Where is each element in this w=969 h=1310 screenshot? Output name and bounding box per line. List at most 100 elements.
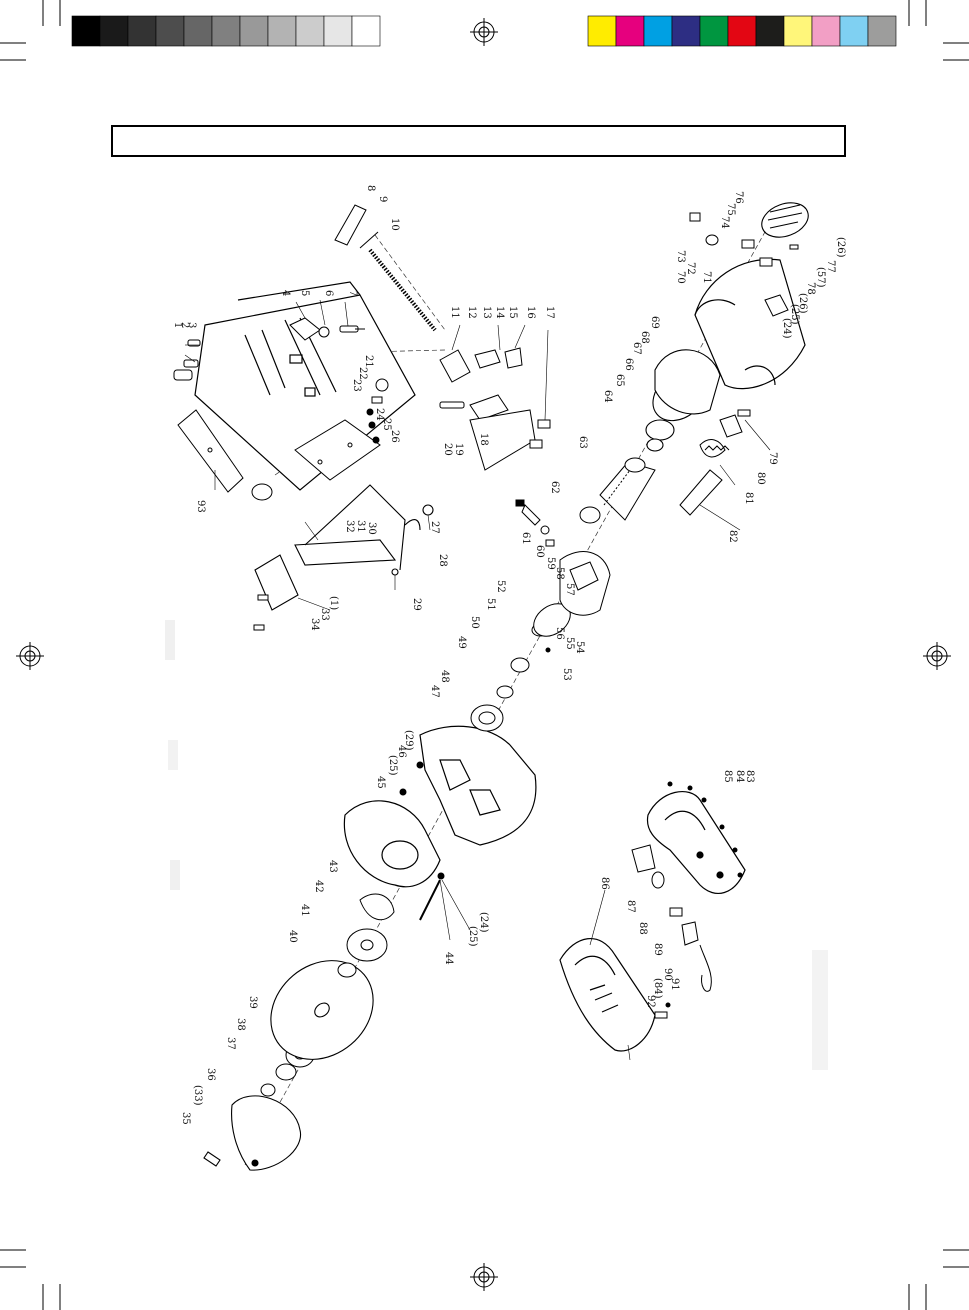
part-callout-label: (84) <box>652 978 663 999</box>
part-callout-label: 7 <box>347 290 358 296</box>
part-callout-label: (25) <box>789 304 800 325</box>
fan <box>579 506 601 524</box>
part-callout-label: 63 <box>577 436 588 449</box>
gear-housing <box>533 551 611 653</box>
part-callout-label: 35 <box>180 1112 191 1125</box>
part-callout-label: 72 <box>685 262 696 275</box>
part-callout-label: (57) <box>815 267 826 288</box>
part-callout-label: 60 <box>534 545 545 558</box>
part-callout-label: 65 <box>614 374 625 387</box>
saw-base <box>194 281 416 491</box>
part-callout-label: 2 <box>179 322 190 328</box>
part-callout-label: 13 <box>481 306 492 319</box>
part-callout-label: (24) <box>781 318 792 339</box>
part-callout-label: 34 <box>309 618 320 631</box>
part-callout-label: 33 <box>319 608 330 621</box>
registration-mark-bottom <box>470 1263 498 1291</box>
part-callout-label: (25) <box>467 926 478 947</box>
upper-blade-guard-inner <box>419 725 537 846</box>
part-callout-label: 20 <box>442 443 453 456</box>
part-callout-label: 24 <box>374 408 385 421</box>
spring-rod <box>334 204 437 332</box>
handle-half-left <box>559 938 656 1052</box>
part-callout-label: 50 <box>469 616 480 629</box>
cord-clamp-screws <box>654 1002 671 1019</box>
armature <box>599 457 656 521</box>
part-callout-label: 85 <box>722 770 733 783</box>
inner-flange-parts <box>337 893 395 978</box>
part-callout-label: 21 <box>363 355 374 368</box>
part-callout-label: 1 <box>172 322 183 328</box>
part-callout-label: 45 <box>375 776 386 789</box>
process-color-swatch <box>811 15 841 47</box>
grayscale-swatch <box>155 15 185 47</box>
part-callout-label: 87 <box>625 900 636 913</box>
part-callout-label: 36 <box>205 1068 216 1081</box>
guard-screws <box>399 761 445 921</box>
part-callout-label: 49 <box>456 636 467 649</box>
depth-stop-parts <box>366 378 389 444</box>
part-callout-label: 39 <box>247 996 258 1009</box>
part-callout-label: 58 <box>554 567 565 580</box>
part-callout-label: 88 <box>637 922 648 935</box>
part-callout-label: (33) <box>192 1085 203 1106</box>
part-callout-label: 40 <box>287 930 298 943</box>
part-callout-label: 75 <box>725 203 736 216</box>
part-callout-label: 52 <box>495 580 506 593</box>
part-callout-label: 41 <box>299 904 310 917</box>
upper-blade-guard-outer <box>343 800 441 888</box>
process-color-swatch <box>643 15 673 47</box>
part-callout-label: 73 <box>675 250 686 263</box>
part-callout-label: 93 <box>195 500 206 513</box>
process-color-swatch <box>839 15 869 47</box>
part-callout-label: 31 <box>355 520 366 533</box>
part-callout-label: 77 <box>825 260 836 273</box>
part-callout-label: 90 <box>662 968 673 981</box>
brush-parts <box>515 499 555 547</box>
part-callout-label: 64 <box>602 390 613 403</box>
grayscale-swatch <box>127 15 157 47</box>
process-color-swatch <box>587 15 617 47</box>
grayscale-swatch <box>211 15 241 47</box>
part-callout-label: 14 <box>494 306 505 319</box>
part-callout-label: 6 <box>323 290 334 296</box>
part-callout-label: 81 <box>743 492 754 505</box>
grayscale-calibration-bar <box>71 15 381 47</box>
vise-parts <box>289 317 365 341</box>
registration-mark-left <box>16 642 44 670</box>
part-callout-label: 25 <box>381 418 392 431</box>
part-callout-label: 19 <box>453 443 464 456</box>
registration-mark-top <box>470 18 498 46</box>
part-callout-label: 5 <box>299 290 310 296</box>
part-callout-label: 79 <box>767 452 778 465</box>
rear-small-parts <box>689 212 799 417</box>
part-callout-label: 78 <box>805 282 816 295</box>
part-callout-label: 15 <box>507 306 518 319</box>
show-through-ghost <box>165 620 828 1070</box>
end-cap <box>761 202 809 238</box>
registration-mark-right <box>923 642 951 670</box>
motor-housing <box>694 258 806 390</box>
part-callout-label: 74 <box>719 216 730 229</box>
part-callout-label: (1) <box>328 596 339 610</box>
side-handle-82 <box>679 469 723 516</box>
part-callout-label: 30 <box>366 522 377 535</box>
lock-spring <box>704 445 730 451</box>
process-color-calibration-bar <box>587 15 897 47</box>
part-callout-label: 55 <box>564 637 575 650</box>
part-callout-label: 11 <box>449 306 460 319</box>
process-color-swatch <box>615 15 645 47</box>
grayscale-swatch <box>295 15 325 47</box>
part-callout-label: 70 <box>675 271 686 284</box>
fence-assembly <box>294 419 381 481</box>
handle-bar-93 <box>177 409 244 493</box>
bearing-cover-parts <box>470 623 549 732</box>
field-coil-stator <box>645 349 721 452</box>
part-callout-label: 22 <box>357 367 368 380</box>
power-cord <box>699 944 712 992</box>
part-callout-label: 61 <box>520 532 531 545</box>
part-callout-label: 47 <box>429 685 440 698</box>
part-callout-label: 54 <box>574 641 585 654</box>
handle-screws <box>667 781 743 878</box>
